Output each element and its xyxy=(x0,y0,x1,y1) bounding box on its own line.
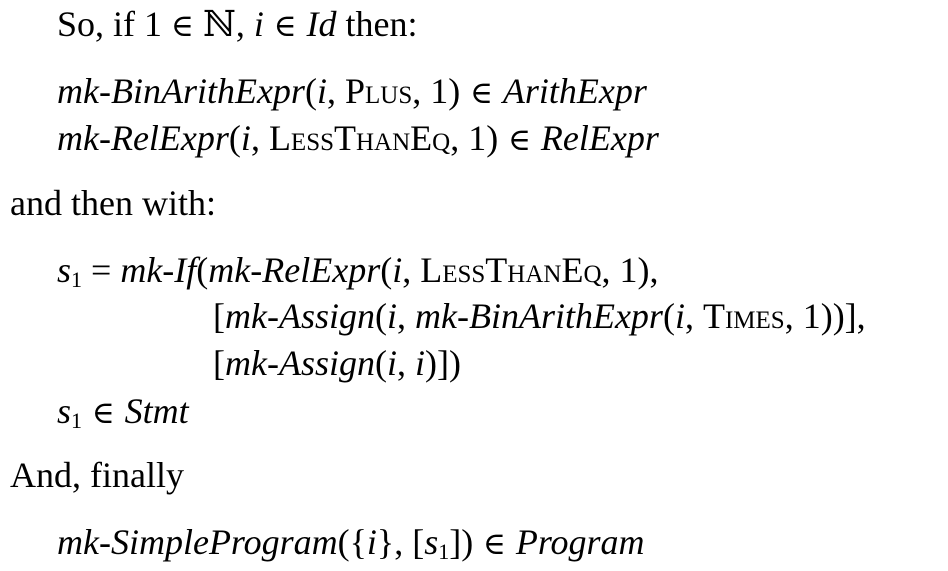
comma: , xyxy=(250,118,269,158)
rel-expr-line: mk-RelExpr(i, LessThanEq, 1) ∈ RelExpr xyxy=(57,120,659,156)
number-one: 1 xyxy=(430,71,449,111)
ctor-if: mk-If xyxy=(120,250,197,290)
equals-sign: = xyxy=(82,250,121,290)
operator-less-than-eq: LessThanEq xyxy=(420,250,602,290)
intro-prefix: So, if 1 xyxy=(57,4,172,44)
ctor-bin-arith-expr: mk-BinArithExpr xyxy=(415,296,663,336)
s1-stmt-line: s1 ∈ Stmt xyxy=(57,391,189,432)
subscript-one: 1 xyxy=(71,267,83,292)
open-paren: ( xyxy=(228,118,241,158)
ctor-assign: mk-Assign xyxy=(225,343,375,383)
then-branch-line: [mk-Assign(i, mk-BinArithExpr(i, Times, … xyxy=(213,298,866,334)
variable-i: i xyxy=(386,296,397,336)
comma: , xyxy=(784,296,803,336)
open-paren: ( xyxy=(662,296,675,336)
variable-i: i xyxy=(253,4,264,44)
close-paren-comma: ), xyxy=(637,250,659,290)
subscript-one: 1 xyxy=(71,408,83,433)
comma: , xyxy=(601,250,620,290)
program-line: mk-SimpleProgram({i}, [s1]) ∈ Program xyxy=(57,522,645,563)
finally-text: And, finally xyxy=(10,455,184,495)
open-paren: ( xyxy=(380,250,393,290)
open-bracket: [ xyxy=(213,343,225,383)
comma: , xyxy=(326,71,345,111)
open-paren: ( xyxy=(304,71,317,111)
ctor-bin-arith-expr: mk-BinArithExpr xyxy=(57,71,305,111)
variable-s: s xyxy=(424,522,439,562)
comma: , xyxy=(412,71,431,111)
naturals-symbol: ℕ xyxy=(202,4,236,45)
comma: , xyxy=(684,296,703,336)
variable-s: s xyxy=(57,250,72,290)
ctor-rel-expr: mk-RelExpr xyxy=(57,118,229,158)
variable-i: i xyxy=(392,250,403,290)
element-of-symbol: ∈ xyxy=(473,526,516,562)
intro-suffix: then: xyxy=(336,4,418,44)
operator-plus: Plus xyxy=(344,71,413,111)
element-of-symbol: ∈ xyxy=(171,8,194,44)
then-with-text: and then with: xyxy=(10,183,216,223)
element-of-symbol: ∈ xyxy=(498,122,541,158)
comma: , xyxy=(397,296,415,336)
type-rel-expr: RelExpr xyxy=(540,118,659,158)
ctor-assign: mk-Assign xyxy=(225,296,375,336)
ctor-simple-program: mk-SimpleProgram xyxy=(57,522,338,562)
number-one: 1 xyxy=(802,296,821,336)
variable-i: i xyxy=(674,296,685,336)
type-stmt: Stmt xyxy=(124,391,189,431)
type-program: Program xyxy=(515,522,645,562)
comma: , xyxy=(402,250,421,290)
close-paren: ) xyxy=(486,118,499,158)
intro-line: So, if 1 ∈ ℕ, i ∈ Id then: xyxy=(57,6,418,43)
comma: , xyxy=(450,118,469,158)
operator-less-than-eq: LessThanEq xyxy=(268,118,451,158)
comma: , xyxy=(235,4,254,44)
subscript-one: 1 xyxy=(438,539,450,564)
closing-brackets: ))], xyxy=(820,296,866,336)
variable-i: i xyxy=(386,343,397,383)
open-paren: ( xyxy=(374,343,387,383)
closing-brackets: )]) xyxy=(425,343,461,383)
open-paren: ( xyxy=(374,296,387,336)
type-arith-expr: ArithExpr xyxy=(502,71,647,111)
variable-s: s xyxy=(57,391,72,431)
element-of-symbol: ∈ xyxy=(460,75,503,111)
arith-expr-line: mk-BinArithExpr(i, Plus, 1) ∈ ArithExpr xyxy=(57,73,647,109)
open-paren-brace: ({ xyxy=(337,522,367,562)
operator-times: Times xyxy=(702,296,785,336)
type-id: Id xyxy=(306,4,337,44)
variable-i: i xyxy=(240,118,251,158)
element-of-symbol: ∈ xyxy=(263,8,307,44)
variable-i: i xyxy=(316,71,327,111)
else-branch-line: [mk-Assign(i, i)]) xyxy=(213,345,461,381)
s1-definition-line: s1 = mk-If(mk-RelExpr(i, LessThanEq, 1), xyxy=(57,250,659,291)
open-paren: ( xyxy=(196,250,209,290)
variable-i: i xyxy=(366,522,377,562)
closing-brackets: ]) xyxy=(449,522,474,562)
variable-i: i xyxy=(415,343,426,383)
close-paren: ) xyxy=(448,71,461,111)
comma: , xyxy=(397,343,415,383)
open-bracket: [ xyxy=(213,296,225,336)
number-one: 1 xyxy=(468,118,487,158)
element-of-symbol: ∈ xyxy=(82,395,125,431)
brace-comma-bracket: }, [ xyxy=(376,522,425,562)
ctor-rel-expr: mk-RelExpr xyxy=(208,250,381,290)
number-one: 1 xyxy=(619,250,638,290)
